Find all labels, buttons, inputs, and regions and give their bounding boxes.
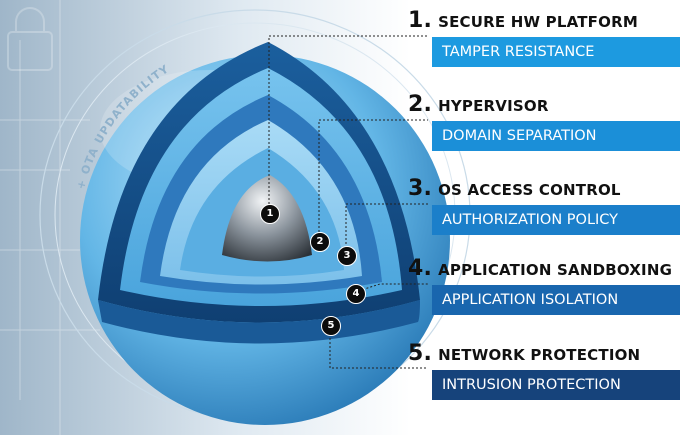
layer-1-subtitle-bar: TAMPER RESISTANCE: [432, 37, 680, 67]
layer-4-subtitle-bar: APPLICATION ISOLATION: [432, 285, 680, 315]
background-lock-icon: [7, 7, 53, 71]
layer-3-subtitle-bar: AUTHORIZATION POLICY: [432, 205, 680, 235]
layer-4-number: 4.: [408, 256, 433, 281]
ota-updatability-label: + OTA UPDATABILITY: [74, 62, 170, 191]
layer-5-title: NETWORK PROTECTION: [438, 346, 641, 364]
layer-5-subtitle-bar: INTRUSION PROTECTION: [432, 370, 680, 400]
layer-1-title: SECURE HW PLATFORM: [438, 13, 638, 31]
layer-2-number: 2.: [408, 92, 433, 117]
layer-2-heading: 2. HYPERVISOR: [408, 92, 549, 117]
layer-5-heading: 5. NETWORK PROTECTION: [408, 341, 640, 366]
layer-marker-4: 4: [346, 284, 366, 304]
layer-marker-3: 3: [337, 246, 357, 266]
layer-marker-2: 2: [310, 232, 330, 252]
shell-rim-outer: [98, 300, 420, 344]
layer-2-subtitle-bar: DOMAIN SEPARATION: [432, 121, 680, 151]
layer-2-title: HYPERVISOR: [438, 97, 549, 115]
layer-4-title: APPLICATION SANDBOXING: [438, 261, 673, 279]
layer-marker-5: 5: [321, 316, 341, 336]
layer-4-heading: 4. APPLICATION SANDBOXING: [408, 256, 672, 281]
layer-marker-1: 1: [260, 204, 280, 224]
layer-3-heading: 3. OS ACCESS CONTROL: [408, 176, 621, 201]
layer-3-title: OS ACCESS CONTROL: [438, 181, 621, 199]
layer-5-number: 5.: [408, 341, 433, 366]
background-circuit-lines: [0, 0, 100, 435]
svg-text:+ OTA UPDATABILITY: + OTA UPDATABILITY: [74, 62, 171, 191]
layer-3-number: 3.: [408, 176, 433, 201]
layer-1-number: 1.: [408, 8, 433, 33]
layer-1-heading: 1. SECURE HW PLATFORM: [408, 8, 638, 33]
